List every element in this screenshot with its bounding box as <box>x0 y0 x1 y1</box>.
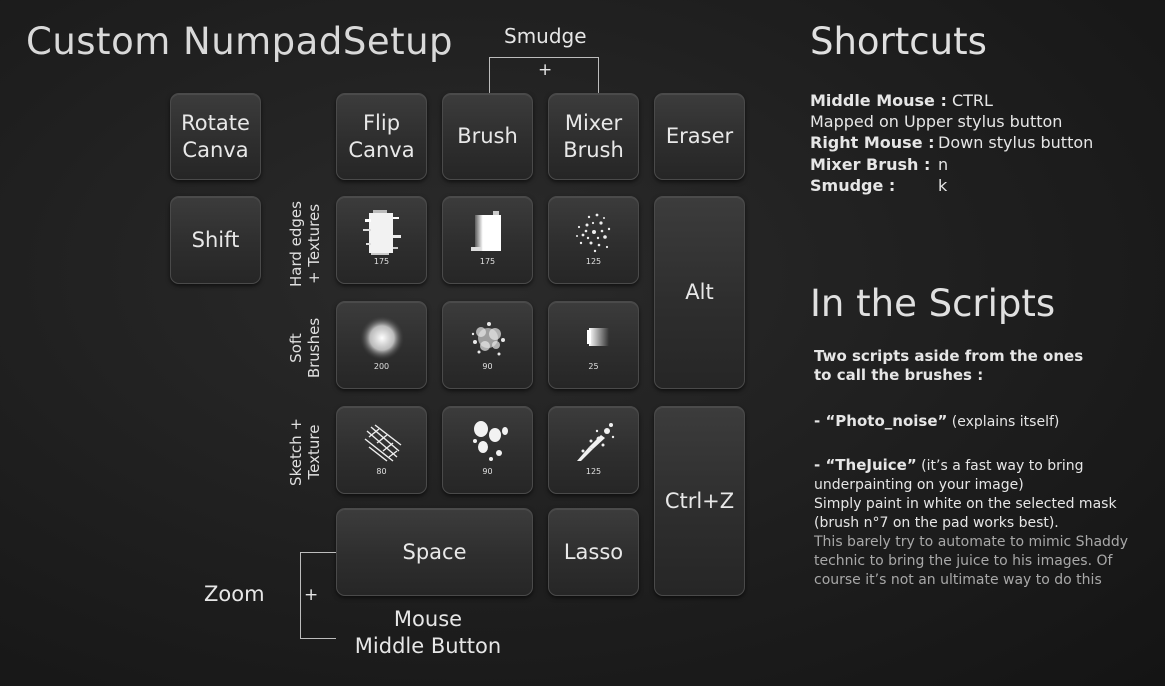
shortcut-row: Right Mouse :Down stylus button <box>810 132 1093 153</box>
noise-brush-icon <box>471 322 505 356</box>
script-description-line: (brush n°7 on the pad works best). <box>814 515 1059 531</box>
brush-key[interactable]: Brush <box>442 93 533 180</box>
shortcut-value: k <box>938 176 948 195</box>
script-name: - “Photo_noise” <box>814 412 948 430</box>
brush-size-label: 80 <box>376 467 387 476</box>
small-soft-brush-icon <box>586 328 609 346</box>
script-description-line: underpainting on your image) <box>814 477 1024 493</box>
space-key[interactable]: Space <box>336 508 533 596</box>
shortcut-key: Middle Mouse : <box>810 91 947 110</box>
brush-preset-5-key[interactable]: 90 <box>442 301 533 389</box>
mixer-brush-key[interactable]: Mixer Brush <box>548 93 639 180</box>
splatter-brush-icon <box>576 423 614 461</box>
smudge-bracket-right <box>598 57 599 93</box>
brush-preset-9-key[interactable]: 125 <box>548 406 639 494</box>
zoom-bracket-bottom <box>300 638 336 639</box>
brush-size-label: 125 <box>585 257 602 266</box>
brush-preset-6-key[interactable]: 25 <box>548 301 639 389</box>
shortcut-row: Smudge : k <box>810 175 947 196</box>
mouse-middle-button-label: Mouse Middle Button <box>354 607 502 658</box>
brush-preset-7-key[interactable]: 80 <box>336 406 427 494</box>
key-label: Brush <box>457 124 518 148</box>
zoom-bracket-vertical <box>300 552 301 638</box>
page-title: Custom NumpadSetup <box>26 20 454 63</box>
shortcut-value: n <box>938 155 949 174</box>
brush-size-label: 175 <box>479 257 496 266</box>
row-label-hard-edges: Hard edges + Textures <box>287 201 323 287</box>
zoom-plus: + <box>304 585 319 605</box>
scripts-heading: In the Scripts <box>810 282 1056 325</box>
soft-round-brush-icon <box>359 316 404 360</box>
smudge-bracket-left <box>489 57 490 93</box>
key-label: Space <box>402 539 467 564</box>
smudge-plus: + <box>538 60 553 80</box>
zoom-bracket-top <box>300 552 336 553</box>
shortcut-row: Mixer Brush : n <box>810 154 948 175</box>
brush-preset-3-key[interactable]: 125 <box>548 196 639 284</box>
scripts-intro-line: to call the brushes : <box>814 366 984 384</box>
key-label: Eraser <box>665 124 734 148</box>
alt-key[interactable]: Alt <box>654 196 745 389</box>
key-label: Ctrl+Z <box>664 488 735 513</box>
shortcut-key: Right Mouse : <box>810 133 935 152</box>
shortcut-key: Mixer Brush : <box>810 155 931 174</box>
script-description-line: Simply paint in white on the selected ma… <box>814 496 1117 512</box>
shift-key[interactable]: Shift <box>170 196 261 284</box>
shortcut-key: Smudge : <box>810 176 896 195</box>
texture-brush-stroke-icon <box>470 211 501 251</box>
key-label: Shift <box>191 227 240 252</box>
smudge-label: Smudge <box>504 24 587 48</box>
zoom-label: Zoom <box>204 582 265 606</box>
sketch-brush-icon <box>364 424 401 462</box>
brush-preset-8-key[interactable]: 90 <box>442 406 533 494</box>
brush-preset-4-key[interactable]: 200 <box>336 301 427 389</box>
brush-size-label: 90 <box>482 362 493 371</box>
ctrl-z-key[interactable]: Ctrl+Z <box>654 406 745 596</box>
key-label: Lasso <box>563 539 624 564</box>
shortcut-row: Middle Mouse : CTRL <box>810 90 993 111</box>
script-the-juice: - “TheJuice” (it’s a fast way to bring u… <box>814 456 1128 590</box>
shortcuts-heading: Shortcuts <box>810 20 987 63</box>
script-note-line: This barely try to automate to mimic Sha… <box>814 534 1129 550</box>
brush-size-label: 25 <box>588 362 599 371</box>
shortcut-value: CTRL <box>951 91 993 110</box>
lasso-key[interactable]: Lasso <box>548 508 639 596</box>
brush-preset-1-key[interactable]: 175 <box>336 196 427 284</box>
key-label: Alt <box>685 280 714 304</box>
shortcut-row: Mapped on Upper stylus button <box>810 111 1062 132</box>
eraser-key[interactable]: Eraser <box>654 93 745 180</box>
brush-size-label: 200 <box>373 362 390 371</box>
flip-canva-key[interactable]: Flip Canva <box>336 93 427 180</box>
script-description: (it’s a fast way to bring <box>916 458 1084 474</box>
row-label-soft-brushes: Soft Brushes <box>287 317 323 379</box>
key-label: Rotate Canva <box>181 110 250 162</box>
script-note-line: course it’s not an ultimate way to do th… <box>814 572 1102 588</box>
brush-size-label: 125 <box>585 467 602 476</box>
shortcut-value: Mapped on Upper stylus button <box>810 112 1063 131</box>
smudge-bracket-top <box>489 57 599 58</box>
brush-preset-2-key[interactable]: 175 <box>442 196 533 284</box>
script-photo-noise: - “Photo_noise” (explains itself) <box>814 412 1059 432</box>
shortcut-value: Down stylus button <box>938 133 1094 152</box>
key-label: Mixer Brush <box>563 110 624 162</box>
brush-size-label: 175 <box>373 257 390 266</box>
scripts-intro: Two scripts aside from the ones to call … <box>814 347 1083 385</box>
key-label: Flip Canva <box>348 110 415 162</box>
brush-size-label: 90 <box>482 467 493 476</box>
hard-brush-stroke-icon <box>362 210 401 255</box>
row-label-sketch-texture: Sketch + Texture <box>287 418 323 486</box>
rotate-canva-key[interactable]: Rotate Canva <box>170 93 261 180</box>
script-name: - “TheJuice” <box>814 456 917 474</box>
scripts-intro-line: Two scripts aside from the ones <box>814 347 1084 365</box>
script-note-line: technic to bring the juice to his images… <box>814 553 1113 569</box>
scatter-brush-stroke-icon <box>575 213 610 253</box>
blob-brush-icon <box>472 421 508 461</box>
script-description: (explains itself) <box>947 414 1060 430</box>
